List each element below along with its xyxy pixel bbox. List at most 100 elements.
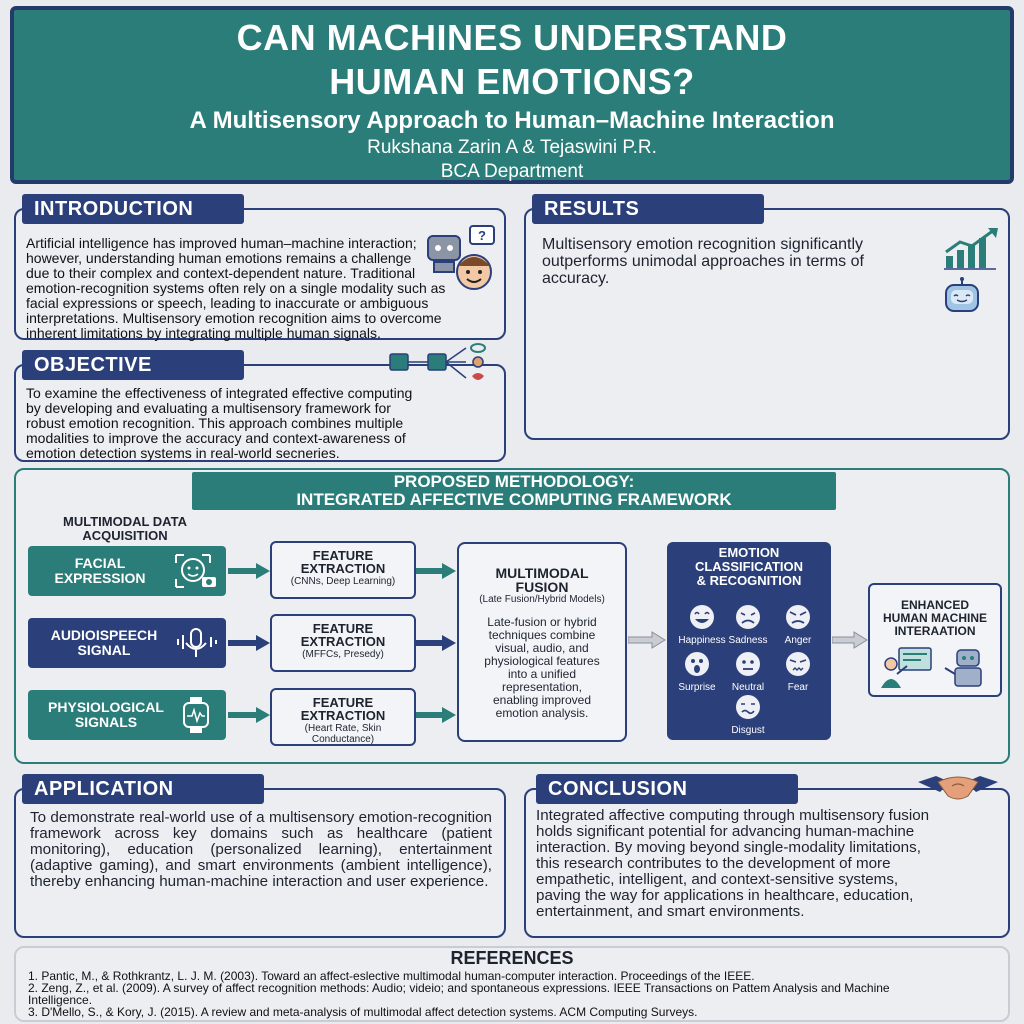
introduction-line: interpretations. Multisensory emotion re…	[26, 310, 442, 326]
results-text: Multisensory emotion recognition signifi…	[542, 236, 942, 287]
conclusion-line: Integrated affective computing through m…	[536, 807, 930, 824]
fusion-title: FUSION	[515, 579, 569, 595]
multimodal-fusion-box: MULTIMODAL FUSION (Late Fusion/Hybrid Mo…	[457, 542, 627, 742]
fusion-desc-line: Late-fusion or hybrid	[487, 615, 597, 629]
emotion-label: Fear	[787, 682, 809, 693]
flow-network-icon	[389, 343, 486, 380]
feature-label: FEATURE	[312, 621, 374, 636]
objective-heading: OBJECTIVE	[22, 350, 244, 380]
results-line: Multisensory emotion recognition signifi…	[542, 236, 864, 253]
poster-subtitle: A Multisensory Approach to Human–Machine…	[189, 107, 835, 134]
fusion-title: MULTIMODAL	[495, 565, 589, 581]
fusion-desc-line: visual, audio, and	[495, 641, 589, 655]
emotion-label: Surprise	[678, 682, 716, 693]
fusion-desc-line: enabling improved	[492, 693, 592, 707]
fusion-desc-line: representation,	[501, 680, 583, 694]
emotion-label: Neutral	[731, 682, 765, 693]
input-label: SIGNAL	[77, 642, 131, 658]
input-label: PHYSIOLOGICAL	[48, 699, 164, 715]
fusion-desc-line: into a unified	[507, 667, 577, 681]
conclusion-text: Integrated affective computing through m…	[536, 808, 1006, 920]
arrow-icon	[416, 563, 456, 579]
introduction-line: however, understanding human emotions re…	[26, 250, 412, 266]
arrow-icon	[416, 635, 456, 651]
methodology-title-line: PROPOSED METHODOLOGY:	[393, 472, 635, 491]
emotion-face-icon	[690, 605, 714, 629]
application-line: such as healthcare (patient monitoring),…	[30, 825, 492, 858]
references-heading: REFERENCES	[450, 948, 574, 968]
reference-item: 3. D'Mello, S., & Kory, J. (2015). A rev…	[28, 1005, 698, 1019]
feature-label: EXTRACTION	[300, 708, 386, 723]
emotion-face-icon	[736, 652, 760, 676]
conclusion-panel	[524, 788, 1010, 938]
application-line: gaming), and smart environments (ambient	[99, 857, 400, 874]
introduction-text: Artificial intelligence has improved hum…	[26, 236, 466, 341]
objective-line: To examine the effectiveness of integrat…	[26, 385, 413, 401]
introduction-line: facial expressions or speech, leading to…	[26, 295, 429, 311]
conclusion-line: empathetic, intelligent, and context-sen…	[536, 871, 899, 888]
application-line: To demonstrate real-world use of a multi…	[30, 809, 355, 826]
application-line: interaction and user experience.	[272, 873, 489, 890]
acquisition-heading-line: ACQUISITION	[82, 528, 168, 543]
input-label: EXPRESSION	[54, 570, 146, 586]
references-list: 1. Pantic, M., & Rothkrantz, L. J. M. (2…	[28, 970, 1008, 1018]
objective-line: emotion detection systems in real-world …	[26, 445, 340, 461]
arrow-icon	[228, 563, 270, 579]
application-line: intelligence), thereby enhancing human-m…	[30, 857, 492, 890]
introduction-line: due to their complex and context-depende…	[26, 265, 416, 281]
objective-panel	[14, 364, 506, 462]
emotion-face-icon	[736, 695, 760, 719]
emotion-label: Sadness	[728, 635, 768, 646]
enhanced-title: ENHANCED	[900, 598, 969, 612]
fusion-subtitle: (Late Fusion/Hybrid Models)	[479, 594, 605, 605]
classification-title: CLASSIFICATION	[694, 559, 804, 574]
enhanced-interaction-box: ENHANCED HUMAN MACHINE INTERAATION	[868, 583, 1002, 697]
results-line: outperforms unimodal approaches in terms…	[542, 253, 864, 270]
enhanced-title: INTERAATION	[894, 624, 976, 638]
arrow-icon	[228, 707, 270, 723]
arrow-icon	[832, 631, 868, 649]
classification-title: & RECOGNITION	[696, 573, 802, 588]
feature-sub: (Heart Rate, Skin	[304, 723, 382, 734]
handshake-icon	[918, 776, 998, 800]
application-heading: APPLICATION	[22, 774, 264, 804]
poster-header: CAN MACHINES UNDERSTAND HUMAN EMOTIONS? …	[10, 6, 1014, 184]
objective-line: modalities to improve the accuracy and c…	[26, 430, 406, 446]
emotion-surprise: Surprise	[670, 651, 724, 693]
emotion-disgust: Disgust	[721, 694, 775, 736]
arrow-icon	[416, 707, 456, 723]
conclusion-line: this research contributes to the develop…	[536, 855, 891, 872]
input-label: FACIAL	[74, 555, 126, 571]
emotion-label: Anger	[784, 635, 812, 646]
emotion-neutral: Neutral	[721, 651, 775, 693]
emotion-label: Disgust	[731, 725, 765, 736]
bar-chart-growth-icon	[944, 228, 998, 270]
introduction-panel	[14, 208, 506, 340]
methodology-title-line: INTEGRATED AFFECTIVE COMPUTING FRAMEWORK	[296, 490, 732, 509]
feature-extraction-facial: FEATURE EXTRACTION (CNNs, Deep Learning)	[270, 541, 416, 599]
emotion-happiness: Happiness	[675, 604, 729, 646]
fusion-desc-line: physiological features	[484, 654, 600, 668]
smartwatch-icon	[183, 697, 209, 733]
conclusion-line: entertainment, and smart environments.	[536, 903, 805, 920]
results-panel	[524, 208, 1010, 440]
emotion-face-icon	[685, 652, 709, 676]
arrow-icon	[628, 631, 666, 649]
introduction-line: emotion-recognition systems often rely o…	[26, 280, 446, 296]
fusion-description: Late-fusion or hybrid techniques combine…	[459, 616, 625, 720]
feature-extraction-physiological: FEATURE EXTRACTION (Heart Rate, Skin Con…	[270, 688, 416, 746]
acquisition-heading: MULTIMODAL DATA ACQUISITION	[40, 515, 210, 543]
results-heading: RESULTS	[532, 194, 764, 224]
emotion-anger: Anger	[771, 604, 825, 646]
robot-human-chat-icon: ?	[427, 225, 495, 290]
introduction-line: inherent limitations by integrating mult…	[26, 325, 381, 341]
objective-line: by developing and evaluating a multisens…	[26, 400, 391, 416]
fusion-desc-line: techniques combine	[488, 628, 596, 642]
poster-title-line1: CAN MACHINES UNDERSTAND	[236, 17, 788, 58]
conclusion-heading: CONCLUSION	[536, 774, 798, 804]
input-label: AUDIOISPEECH	[50, 627, 158, 643]
references-panel	[14, 946, 1010, 1022]
emotion-face-icon	[736, 605, 760, 629]
feature-label: FEATURE	[312, 695, 374, 710]
acquisition-heading-line: MULTIMODAL DATA	[63, 514, 187, 529]
